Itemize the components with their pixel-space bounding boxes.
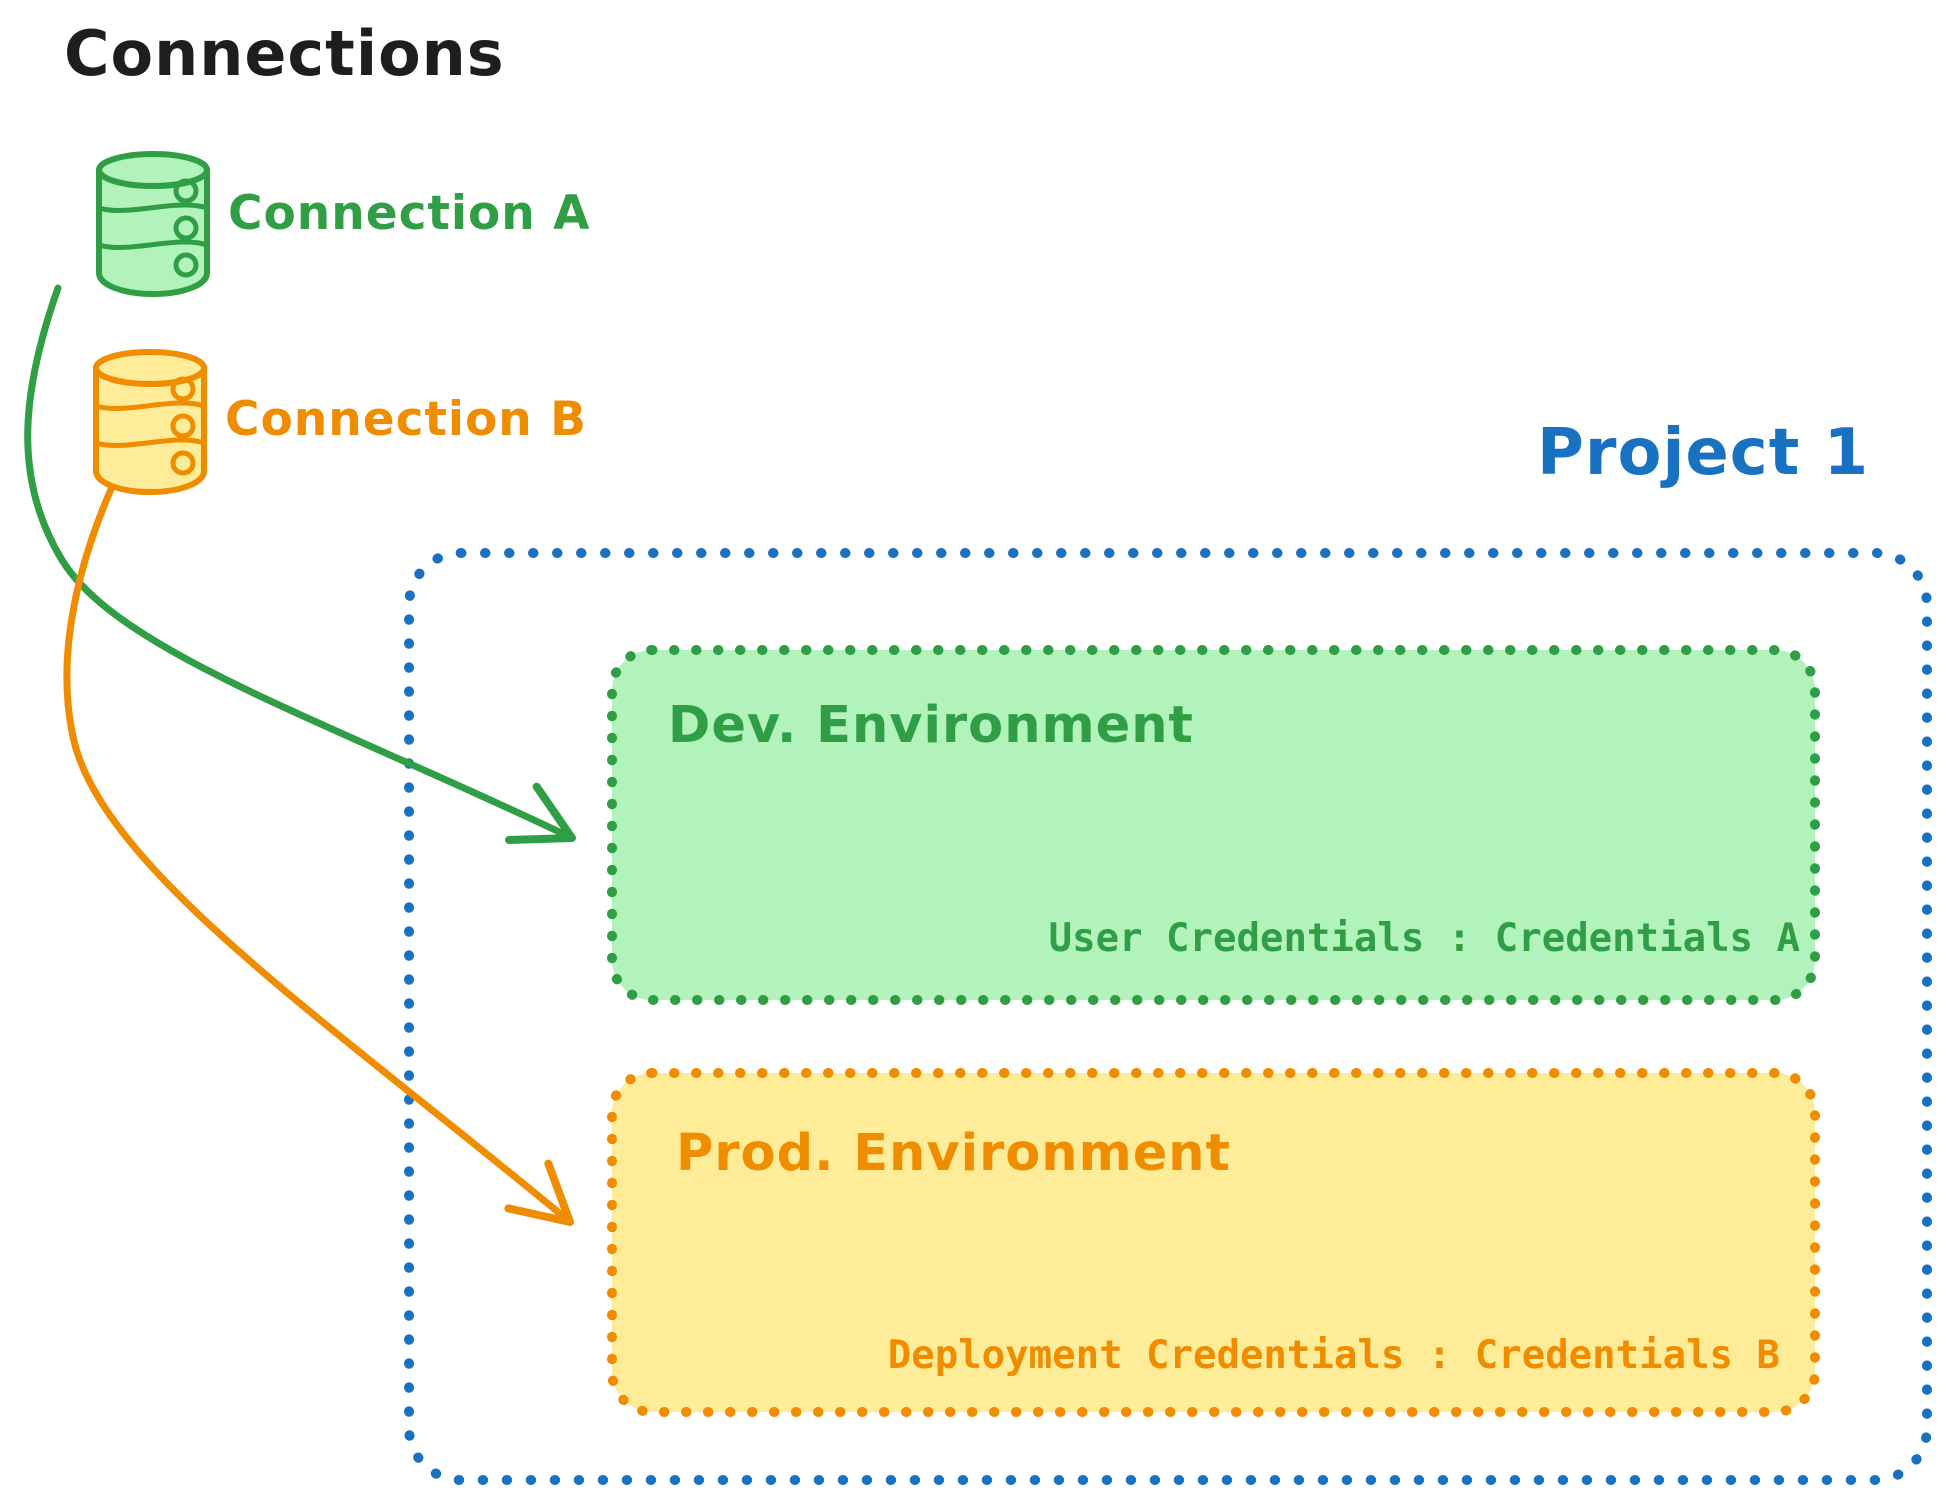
database-icon-connection-a [96, 151, 210, 298]
connection-a-label: Connection A [228, 186, 591, 241]
prod-environment-box [607, 1068, 1820, 1417]
connection-b-label: Connection B [225, 392, 587, 447]
dev-environment-credential: User Credentials : Credentials A [1048, 916, 1800, 961]
prod-environment-title: Prod. Environment [676, 1124, 1231, 1183]
project-label: Project 1 [1537, 416, 1870, 490]
dev-environment-title: Dev. Environment [668, 696, 1194, 755]
arrow-connection-a-to-dev [24, 284, 576, 844]
dev-environment-box [607, 645, 1820, 1005]
database-icon-connection-b [93, 349, 207, 496]
arrow-connection-b-to-prod [63, 483, 574, 1226]
diagram-title: Connections [64, 17, 505, 90]
prod-environment-credential: Deployment Credentials : Credentials B [887, 1333, 1780, 1378]
